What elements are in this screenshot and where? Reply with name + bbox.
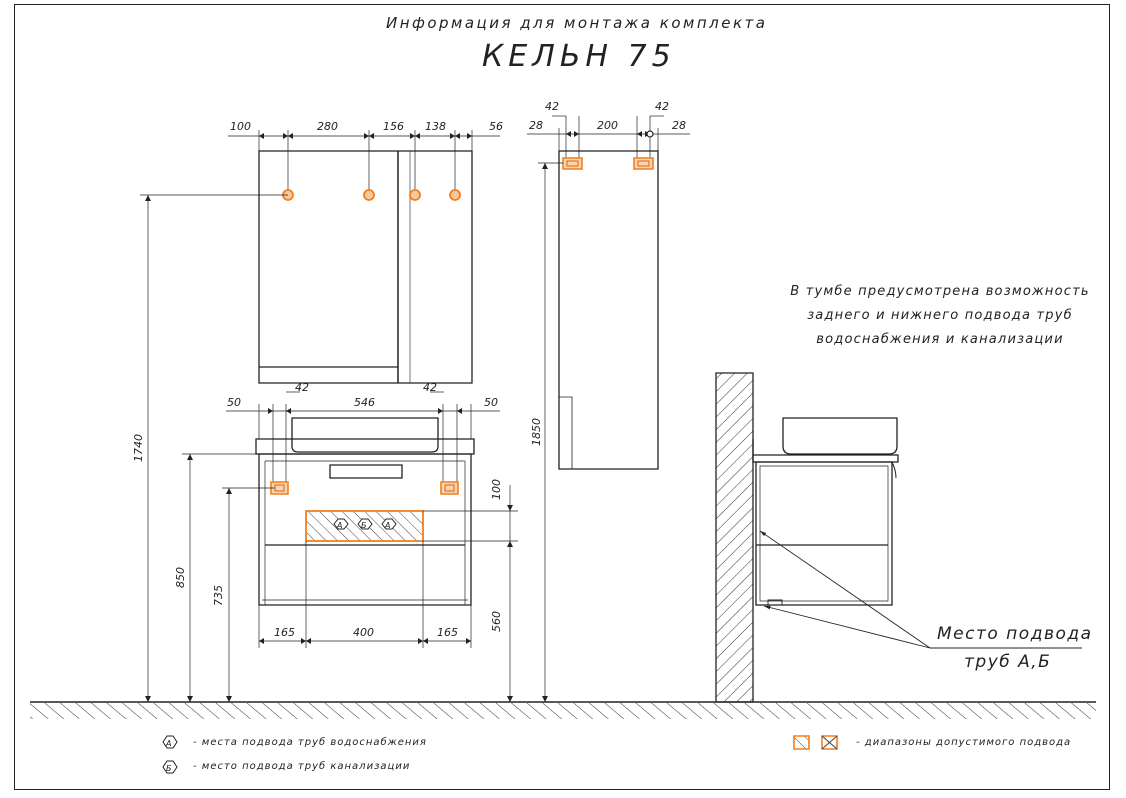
dim-height-1740: 1740 — [132, 434, 145, 462]
range-marker-b: Б — [361, 521, 367, 530]
note-line-1: В тумбе предусмотрена возможность — [790, 284, 1090, 299]
wall-section — [716, 373, 753, 702]
height-1740-dimension — [140, 195, 288, 702]
dim-mirror-156: 156 — [383, 120, 404, 133]
height-1850-dimension — [538, 163, 563, 702]
drawing-title: КЕЛЬН 75 — [482, 39, 676, 74]
dim-height-850: 850 — [174, 567, 187, 588]
dim-bottom-165-left: 165 — [274, 626, 295, 639]
column-mount-point — [646, 130, 654, 138]
dim-sink-pipe-right-42: 42 — [423, 381, 437, 394]
mirror-cabinet — [259, 151, 472, 383]
floor — [30, 702, 1096, 719]
legend-sewer-label: - место подвода труб канализации — [193, 761, 411, 772]
dim-column-200: 200 — [597, 119, 618, 132]
mirror-mount-points — [282, 189, 461, 201]
column-dimension-chain — [527, 116, 690, 160]
dim-mirror-280: 280 — [317, 120, 338, 133]
drawing-subtitle: Информация для монтажа комплекта — [386, 14, 768, 32]
dim-sink-546: 546 — [354, 396, 375, 409]
dim-mirror-100: 100 — [230, 120, 251, 133]
note-line-3: водоснабжения и канализации — [816, 332, 1064, 347]
legend-symbol-a: А — [165, 739, 171, 748]
vanity-top-dimension — [226, 392, 500, 490]
dim-range-560: 560 — [490, 611, 503, 632]
legend-ranges-label: - диапазоны допустимого подвода — [856, 737, 1072, 748]
callout-line-1: Место подвода — [937, 624, 1093, 644]
vanity-cabinet — [256, 418, 474, 605]
dim-sink-50-left: 50 — [227, 396, 241, 409]
dim-mirror-56: 56 — [489, 120, 503, 133]
dim-mirror-138: 138 — [425, 120, 446, 133]
dim-bottom-400: 400 — [353, 626, 374, 639]
callout-leaders — [760, 531, 1082, 648]
vanity-pipe-entries — [271, 482, 458, 494]
note-line-2: заднего и нижнего подвода труб — [807, 308, 1073, 323]
dim-column-28-left: 28 — [529, 119, 543, 132]
callout-line-2: труб А,Б — [964, 652, 1052, 672]
mirror-dimension-chain — [228, 130, 500, 195]
dim-range-100: 100 — [490, 479, 503, 500]
dim-bottom-165-right: 165 — [437, 626, 458, 639]
dim-column-pipe-right-42: 42 — [655, 100, 669, 113]
range-markers — [333, 518, 397, 530]
legend-symbols — [162, 736, 837, 774]
legend-symbol-b: Б — [166, 764, 172, 773]
dim-column-pipe-left-42: 42 — [545, 100, 559, 113]
range-height-dimensions — [423, 485, 518, 702]
vanity-height-dimensions — [182, 454, 275, 702]
bottom-dimension-chain — [259, 541, 471, 648]
dim-height-735: 735 — [212, 585, 225, 606]
legend-water-label: - места подвода труб водоснабжения — [193, 737, 427, 748]
dim-sink-50-right: 50 — [484, 396, 498, 409]
dim-sink-pipe-left-42: 42 — [295, 381, 309, 394]
column-mount-brackets — [563, 158, 653, 169]
range-marker-a-1: А — [336, 521, 342, 530]
drawing-frame — [14, 4, 1110, 790]
dim-height-1850: 1850 — [530, 418, 543, 446]
dim-column-28-right: 28 — [672, 119, 686, 132]
column-cabinet — [559, 151, 658, 469]
side-vanity — [753, 418, 898, 605]
range-marker-a-2: А — [384, 521, 390, 530]
